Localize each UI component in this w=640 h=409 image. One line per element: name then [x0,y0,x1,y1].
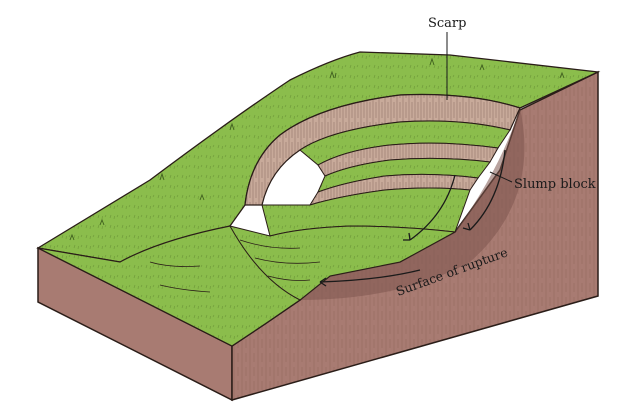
label-scarp: Scarp [428,16,466,31]
label-slump-block: Slump block [514,177,596,192]
